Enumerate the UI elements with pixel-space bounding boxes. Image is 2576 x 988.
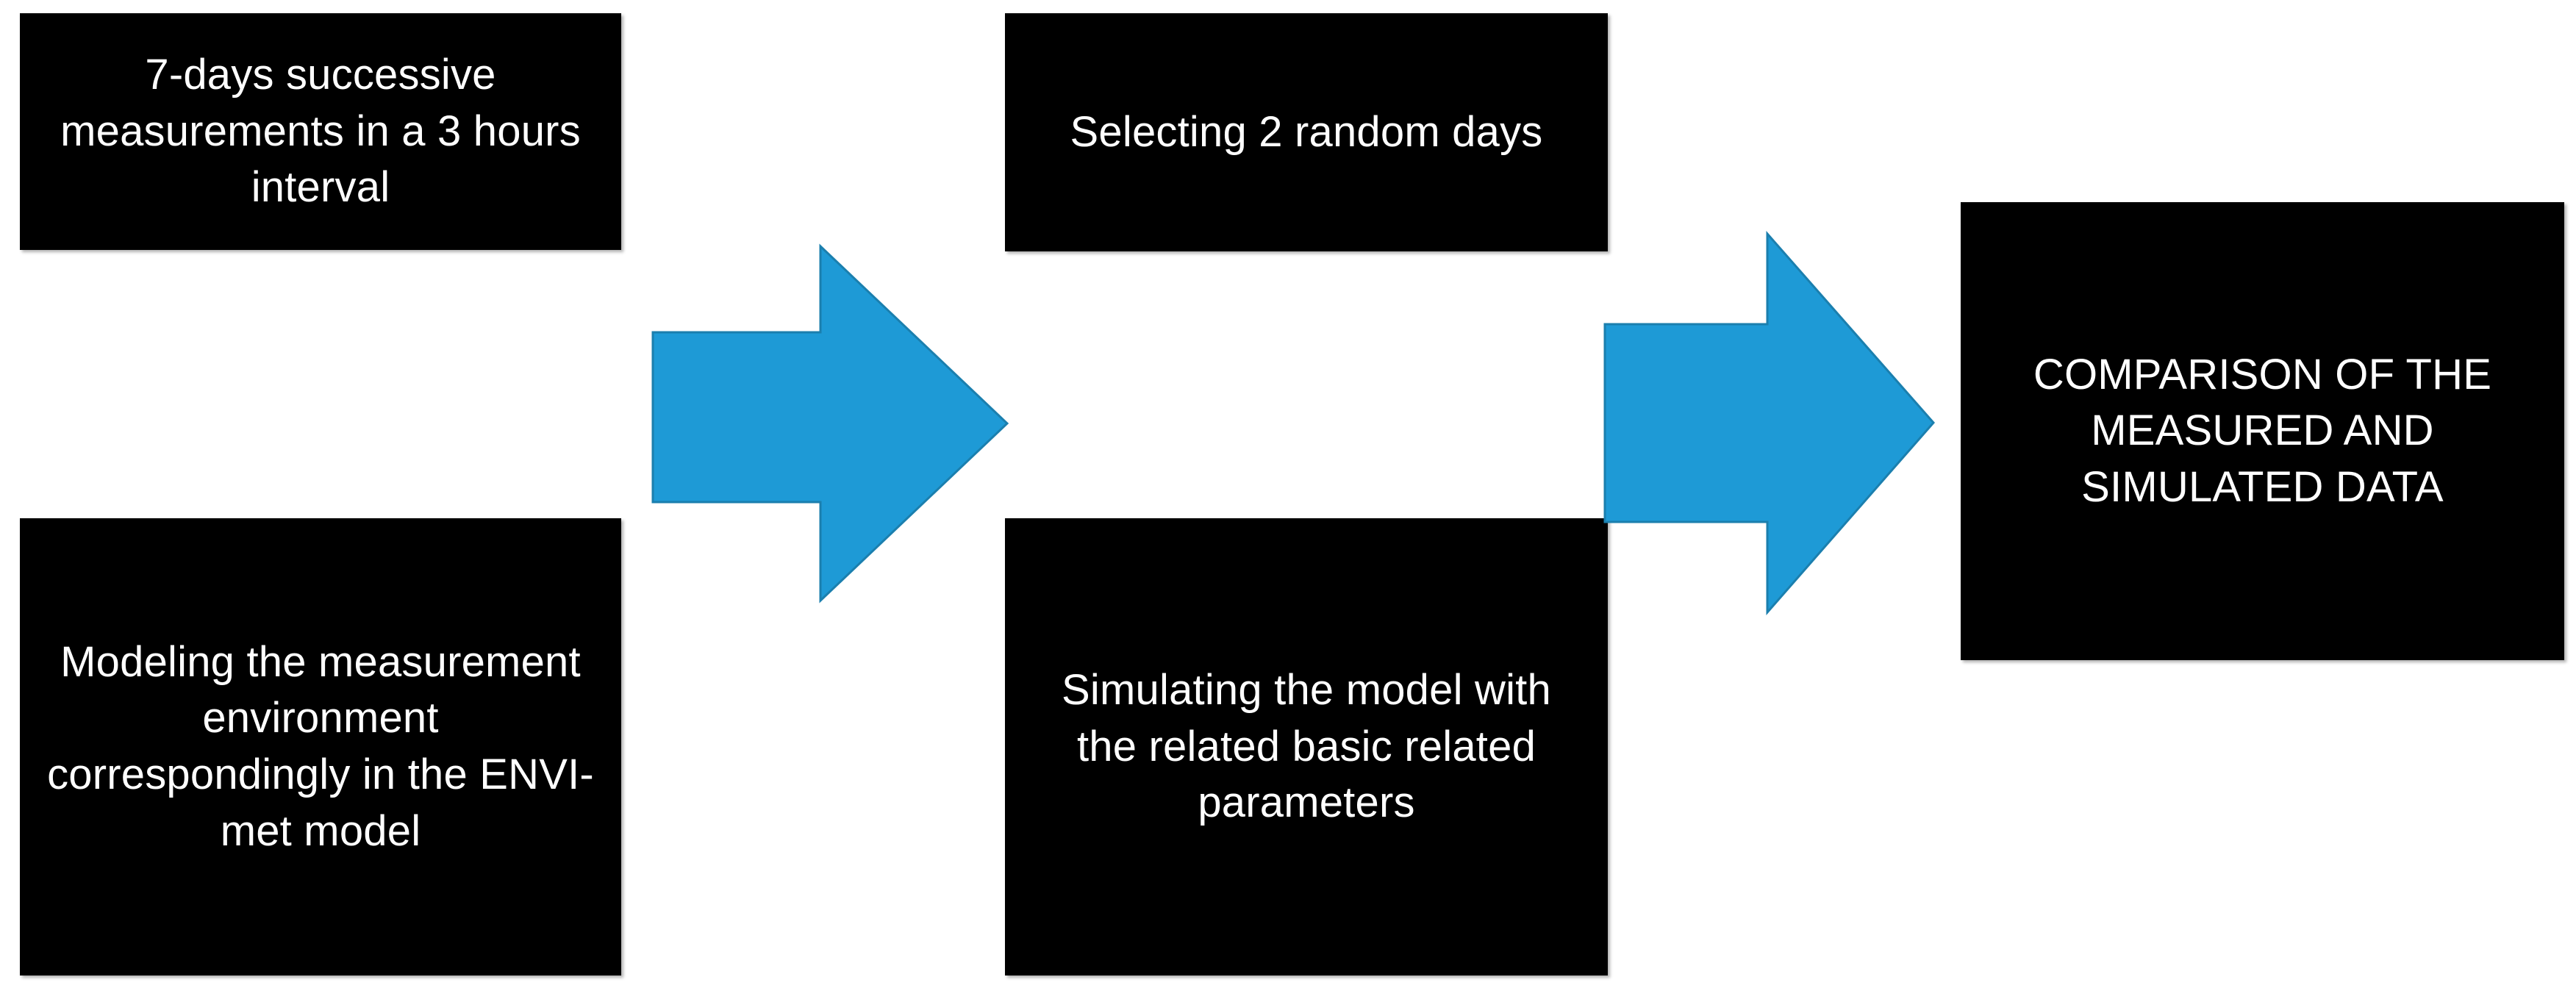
right-arrow-icon [651,243,1009,604]
process-box-simulating-label: Simulating the model with the related ba… [1062,666,1551,827]
process-box-modeling[interactable]: Modeling the measurement environment cor… [20,518,621,976]
process-box-measurements-label: 7-days successive measurements in a 3 ho… [60,51,581,212]
process-box-measurements[interactable]: 7-days successive measurements in a 3 ho… [20,13,621,250]
process-box-random-days[interactable]: Selecting 2 random days [1005,13,1608,251]
right-arrow-icon [1603,231,1935,615]
process-box-simulating[interactable]: Simulating the model with the related ba… [1005,518,1608,976]
process-box-comparison[interactable]: COMPARISON OF THE MEASURED AND SIMULATED… [1961,202,2564,660]
process-box-comparison-label: COMPARISON OF THE MEASURED AND SIMULATED… [2033,350,2492,511]
process-box-modeling-label: Modeling the measurement environment cor… [47,637,594,855]
process-box-random-days-label: Selecting 2 random days [1070,107,1543,156]
